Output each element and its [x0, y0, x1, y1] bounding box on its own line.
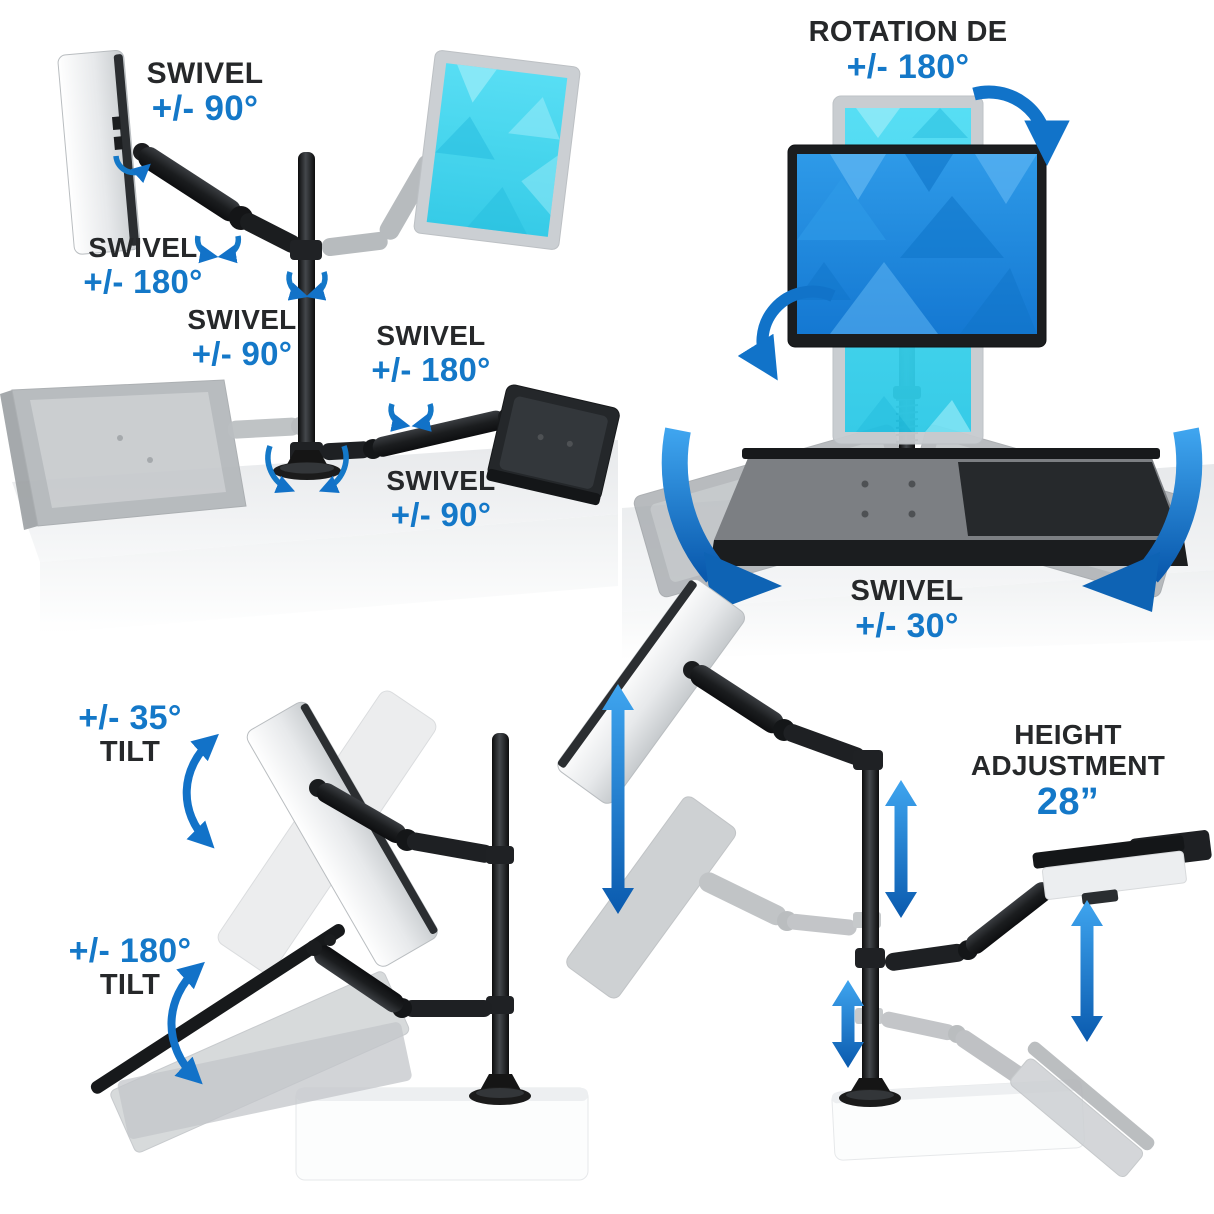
swivel-label-1: SWIVEL +/- 90° [147, 57, 264, 129]
rotation-arrows [737, 85, 1070, 381]
tilt-180-label: +/- 180° TILT [68, 932, 192, 1002]
pole-base [469, 1074, 531, 1105]
swivel-swoosh-left-head [704, 552, 782, 612]
swivel-label-1-title: SWIVEL [146, 57, 264, 90]
height-adjustment-value: 28” [1036, 780, 1100, 823]
swivel-label-4: SWIVEL +/- 180° [371, 320, 491, 388]
tilt-arrow-icon [182, 733, 219, 849]
swivel-swoosh-right-head [1082, 552, 1160, 612]
desk-front [622, 570, 1214, 660]
swivel-swoosh-left-icon [661, 427, 727, 583]
height-arrow-icon [602, 684, 634, 914]
keyboard-tray [710, 448, 1188, 566]
rotation-arrow-icon [972, 85, 1070, 166]
swivel-label-2: SWIVEL +/- 180° [83, 232, 203, 300]
desk-top [12, 440, 618, 562]
rotation-label-title: ROTATION DE [808, 16, 1008, 48]
swivel-label-5-title: SWIVEL [386, 465, 496, 496]
swivel-label-4-title: SWIVEL [376, 320, 486, 351]
swivel-arrow-icon [388, 403, 411, 432]
swivel-label-5: SWIVEL +/- 90° [386, 465, 496, 533]
pole [298, 152, 315, 472]
pole-base [839, 1078, 901, 1107]
swivel-arrow-icon [286, 271, 309, 301]
quadrant-rotation-diagram [622, 85, 1214, 660]
ghost-monitor-arm [566, 796, 881, 999]
height-adjustment-line1: HEIGHT [1014, 719, 1122, 750]
swivel-label-3-title: SWIVEL [187, 304, 297, 335]
keyboard-arm [306, 940, 514, 1018]
swivel-arrow-icon [411, 403, 434, 432]
keyboard-tray-tilted [90, 924, 345, 1094]
monitor-arm-raised [557, 579, 883, 804]
keyboard-tray [486, 384, 620, 506]
desk-front [40, 514, 618, 634]
swivel-30-label-value: +/- 30° [855, 606, 959, 645]
quadrant-swivel-diagram [0, 50, 620, 634]
rotation-label-value: +/- 180° [846, 47, 970, 86]
tilt-35-label-title: TILT [99, 736, 161, 769]
quadrant-height-diagram [557, 579, 1212, 1178]
tilt-arrows [167, 733, 219, 1085]
desk-block [295, 1087, 589, 1181]
height-arrow-icon [1071, 900, 1103, 1042]
swivel-label-2-value: +/- 180° [83, 262, 203, 300]
ghost-monitor [321, 50, 581, 257]
swivel-arrow-icon [305, 271, 328, 301]
monitor-back [57, 50, 322, 260]
swivel-arrow-icon [217, 235, 242, 264]
height-arrow-icon [885, 780, 917, 918]
keyboard-arm-raised [855, 830, 1212, 971]
pole [862, 752, 879, 1092]
tilt-35-label: +/- 35° TILT [78, 699, 182, 769]
swivel-label-2-title: SWIVEL [88, 232, 198, 263]
swivel-arrow-icon [265, 445, 296, 493]
tilt-180-label-value: +/- 180° [68, 932, 192, 970]
swivel-arrow-icon [194, 235, 219, 264]
height-adjustment-line2: ADJUSTMENT [970, 749, 1166, 781]
pole-base [273, 450, 341, 480]
height-adjustment-label: HEIGHT ADJUSTMENT 28” [970, 719, 1166, 823]
tilt-35-label-value: +/- 35° [78, 699, 182, 737]
rotation-label: ROTATION DE +/- 180° [808, 16, 1008, 86]
keyboard-tray [1032, 830, 1212, 906]
swivel-label-5-value: +/- 90° [390, 495, 492, 533]
swivel-arrow-icon [318, 445, 349, 493]
swivel-30-label: SWIVEL +/- 30° [850, 575, 964, 645]
tilt-arrow-icon [167, 961, 205, 1085]
swivel-label-4-value: +/- 180° [371, 350, 491, 388]
swivel-swoosh-right-icon [1137, 427, 1203, 583]
swivel-swoosh-arrows [661, 427, 1203, 612]
tilt-180-label-title: TILT [99, 969, 161, 1002]
quadrant-tilt-diagram [90, 690, 589, 1181]
rotation-arrow-icon [737, 285, 836, 381]
pole [492, 733, 509, 1089]
height-arrows [602, 684, 1103, 1068]
swivel-arrow-icons [113, 155, 434, 493]
swivel-arrow-icon [113, 155, 151, 184]
swivel-label-1-value: +/- 90° [151, 89, 259, 128]
monitor-arm [309, 779, 514, 864]
ghost-keyboard-arm [855, 1008, 1155, 1178]
swivel-30-label-title: SWIVEL [850, 575, 964, 607]
swivel-label-3-value: +/- 90° [191, 334, 293, 372]
height-arrow-icon [832, 980, 864, 1068]
swivel-label-3: SWIVEL +/- 90° [187, 304, 297, 372]
monitor-front [787, 144, 1047, 348]
